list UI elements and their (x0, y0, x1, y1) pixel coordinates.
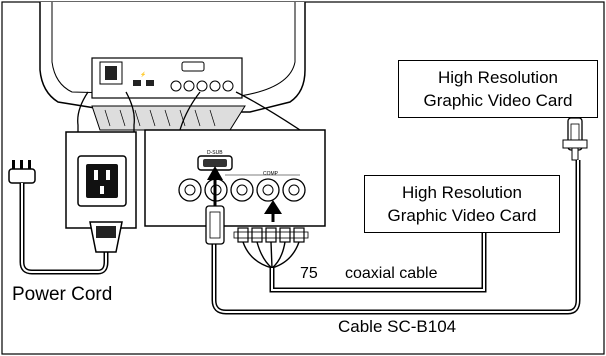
video-card-middle-line1: High Resolution (401, 183, 522, 202)
video-card-middle: High Resolution Graphic Video Card (364, 175, 560, 233)
power-cord (8, 160, 123, 275)
coaxial-cable (233, 227, 487, 293)
ohms-label: 75 (300, 265, 318, 282)
cable-label: Cable SC-B104 (338, 317, 457, 336)
video-card-top-line2: Graphic Video Card (423, 91, 573, 110)
cable-sc-b104 (205, 160, 581, 315)
video-card-top: High Resolution Graphic Video Card (398, 60, 598, 118)
power-cord-label: Power Cord (12, 284, 113, 305)
coaxial-cable-label: coaxial cable (345, 265, 438, 282)
vga-connector-right (562, 117, 588, 161)
monitor-rear: ⚡ (39, 2, 306, 131)
video-card-top-line1: High Resolution (437, 68, 558, 87)
power-inlet-callout (65, 91, 137, 229)
svg-text:⚡: ⚡ (140, 71, 146, 78)
comp-port-label: COMP (263, 171, 278, 177)
video-card-middle-line2: Graphic Video Card (387, 206, 537, 225)
dsub-port-label: D-SUB (207, 150, 223, 156)
video-connector-callout (144, 91, 326, 227)
